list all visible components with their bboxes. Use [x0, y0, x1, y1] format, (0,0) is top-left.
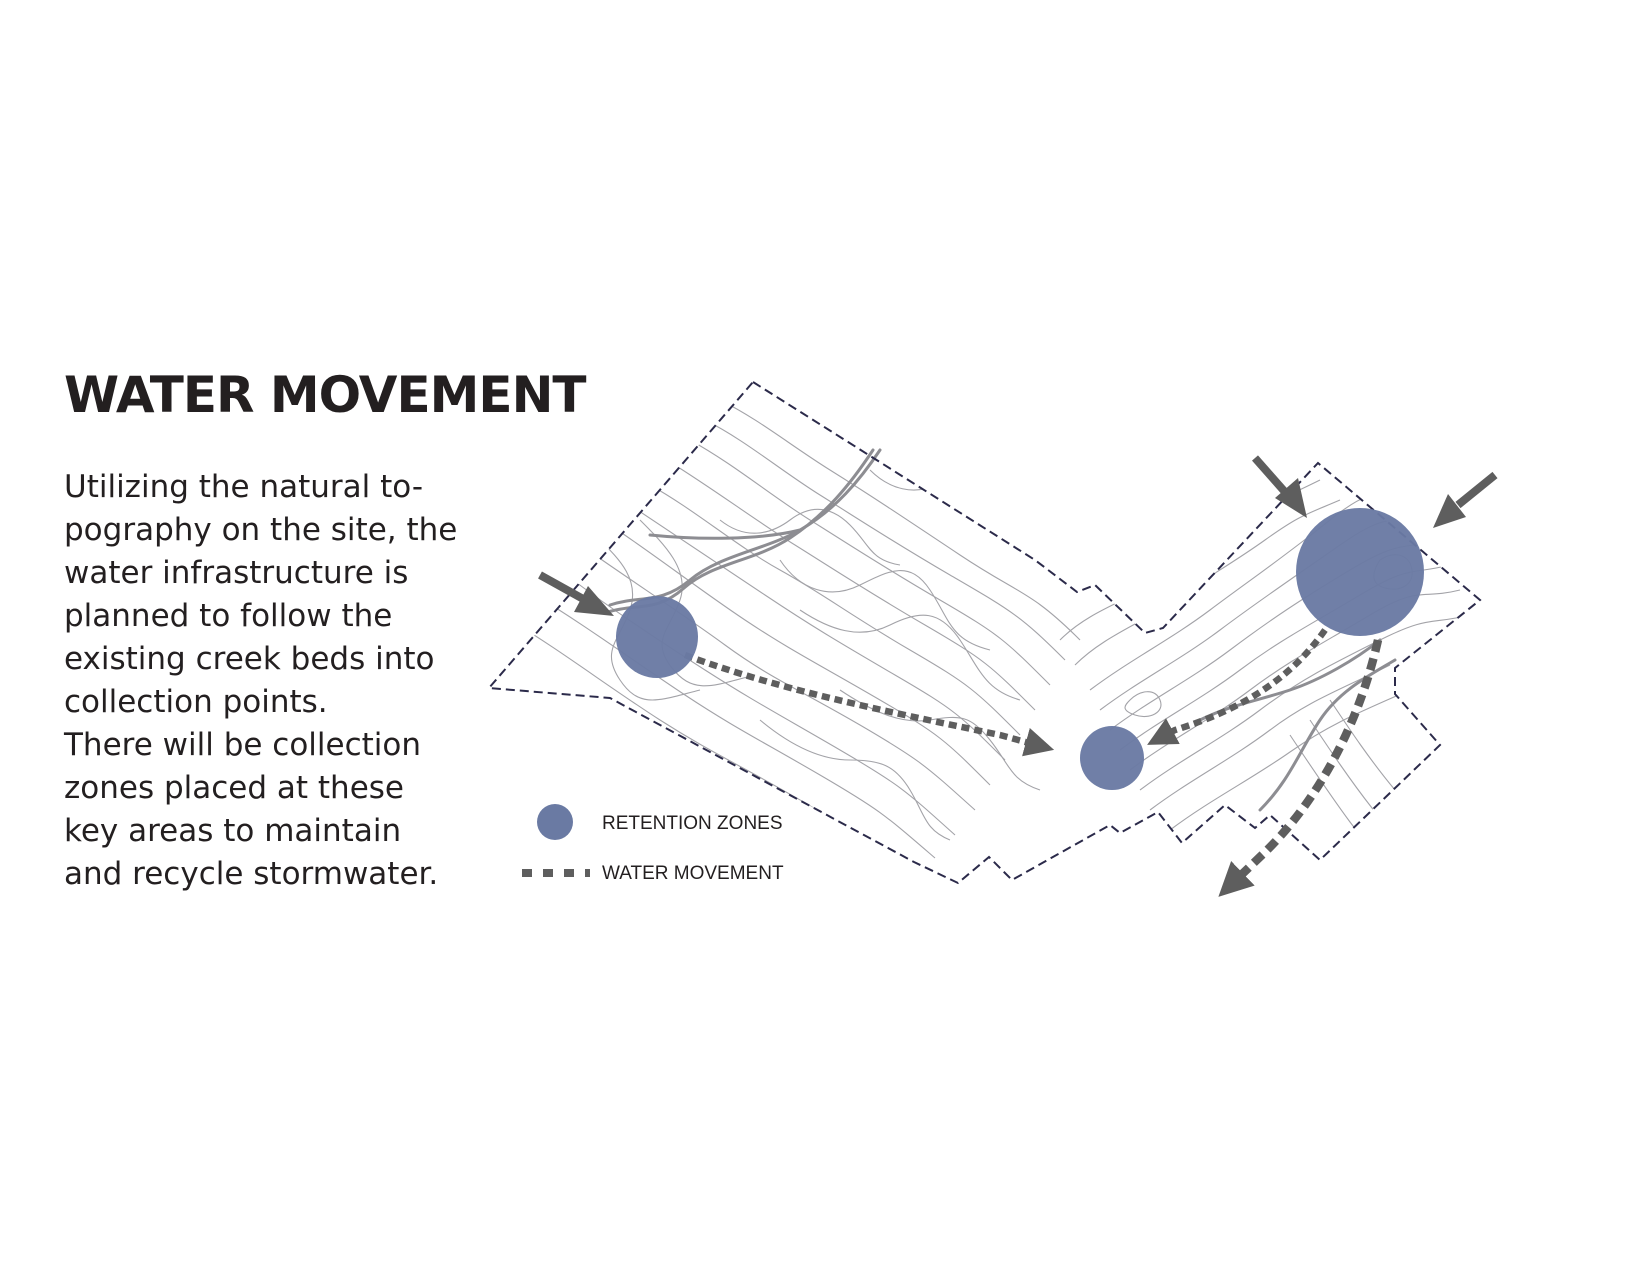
contour-line [719, 508, 901, 566]
contour-map [509, 399, 1471, 876]
description-line: and recycle stormwater. [64, 856, 439, 892]
contour-line [759, 719, 951, 841]
description-line: collection points. [64, 684, 328, 720]
contour-line [609, 524, 991, 786]
legend-movement-label: WATER MOVEMENT [602, 863, 784, 884]
retention-zones [616, 508, 1424, 790]
arrow-icon [1433, 494, 1466, 528]
retention-zone-central [1080, 726, 1144, 790]
inflow-arrow [538, 571, 587, 604]
description-text: Utilizing the natural to- pography on th… [64, 466, 504, 896]
description-line: water infrastructure is [64, 555, 409, 591]
water-flow-east [1147, 628, 1328, 745]
creek-line [1258, 658, 1397, 812]
contour-line [869, 469, 1031, 549]
inflow-arrow [1455, 471, 1498, 509]
water-flow-west [683, 651, 1055, 757]
creek-line [1198, 638, 1382, 722]
diagram-title: WATER MOVEMENT [64, 366, 587, 424]
contour-line [704, 419, 1066, 661]
contour-line [1124, 691, 1162, 718]
contour-line [584, 547, 976, 811]
contour-line [689, 439, 1051, 686]
contour-line [599, 539, 701, 701]
site-boundary [486, 380, 1482, 885]
creek-line [648, 528, 802, 540]
water-movement-paths [683, 628, 1383, 897]
inflow-arrows [538, 455, 1498, 616]
contour-line [1149, 664, 1391, 811]
description-line: planned to follow the [64, 598, 393, 634]
legend: RETENTION ZONES WATER MOVEMENT [522, 804, 784, 884]
description-line: zones placed at these [64, 770, 405, 806]
description-line: existing creek beds into [64, 641, 435, 677]
contour-line [629, 504, 1006, 761]
water-flow-south [1218, 639, 1383, 897]
contour-line [839, 689, 1041, 791]
arrow-icon [574, 586, 614, 616]
contour-line [534, 594, 936, 859]
contour-line [1139, 614, 1471, 791]
contour-line [669, 461, 1036, 711]
retention-zone-west [616, 596, 698, 678]
arrow-icon [1275, 478, 1307, 518]
contour-line [779, 559, 991, 651]
contour-line [1059, 479, 1321, 641]
description-line: There will be collection [64, 727, 422, 763]
description-line: Utilizing the natural to- [64, 469, 424, 505]
retention-zone-east [1296, 508, 1424, 636]
contour-line [649, 484, 1021, 736]
inflow-arrow [1252, 455, 1288, 495]
contour-line [719, 399, 1081, 641]
contour-line [799, 609, 1021, 701]
contour-line [1169, 689, 1411, 831]
description-line: pography on the site, the [64, 512, 458, 548]
legend-retention-label: RETENTION ZONES [602, 813, 783, 834]
retention-zone-legend-icon [537, 804, 573, 840]
contour-line [509, 619, 911, 876]
description-line: key areas to maintain [64, 813, 402, 849]
